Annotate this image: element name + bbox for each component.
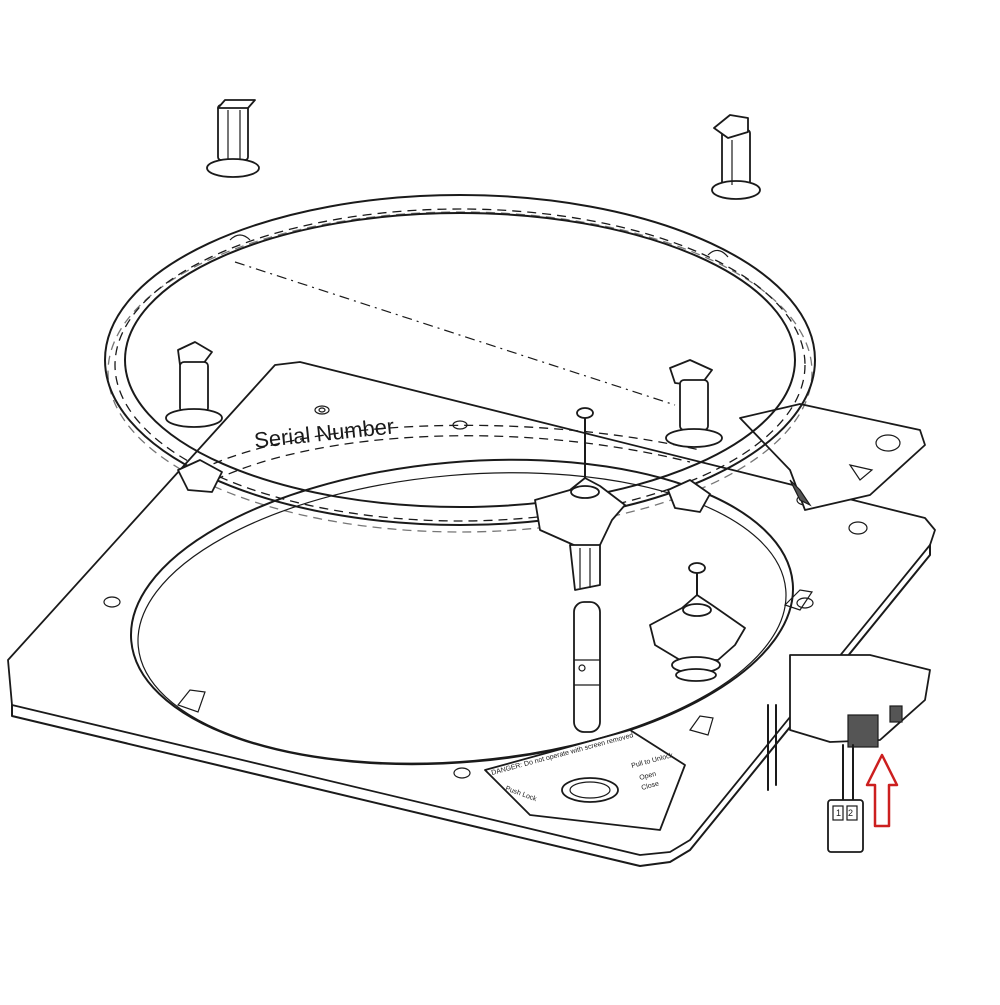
pin-1-label: 1	[836, 808, 841, 818]
latch-clip-top-left	[206, 99, 260, 178]
latch-clip-top-right	[711, 114, 761, 200]
circuit-board	[767, 654, 931, 801]
close-label: Close	[641, 781, 660, 792]
knob-loose	[649, 562, 746, 682]
lower-ring-outline	[199, 424, 701, 481]
upper-ring	[104, 194, 816, 533]
callout-arrow-icon	[865, 753, 899, 828]
pin-2-label: 2	[848, 808, 853, 818]
shaft	[573, 601, 601, 733]
latch-clip-ring-right	[665, 359, 723, 448]
connector-icon: 1 2	[827, 799, 864, 853]
knob-upper	[534, 407, 626, 591]
latch-clip-ring-left	[165, 341, 223, 428]
open-label: Open	[639, 771, 657, 782]
